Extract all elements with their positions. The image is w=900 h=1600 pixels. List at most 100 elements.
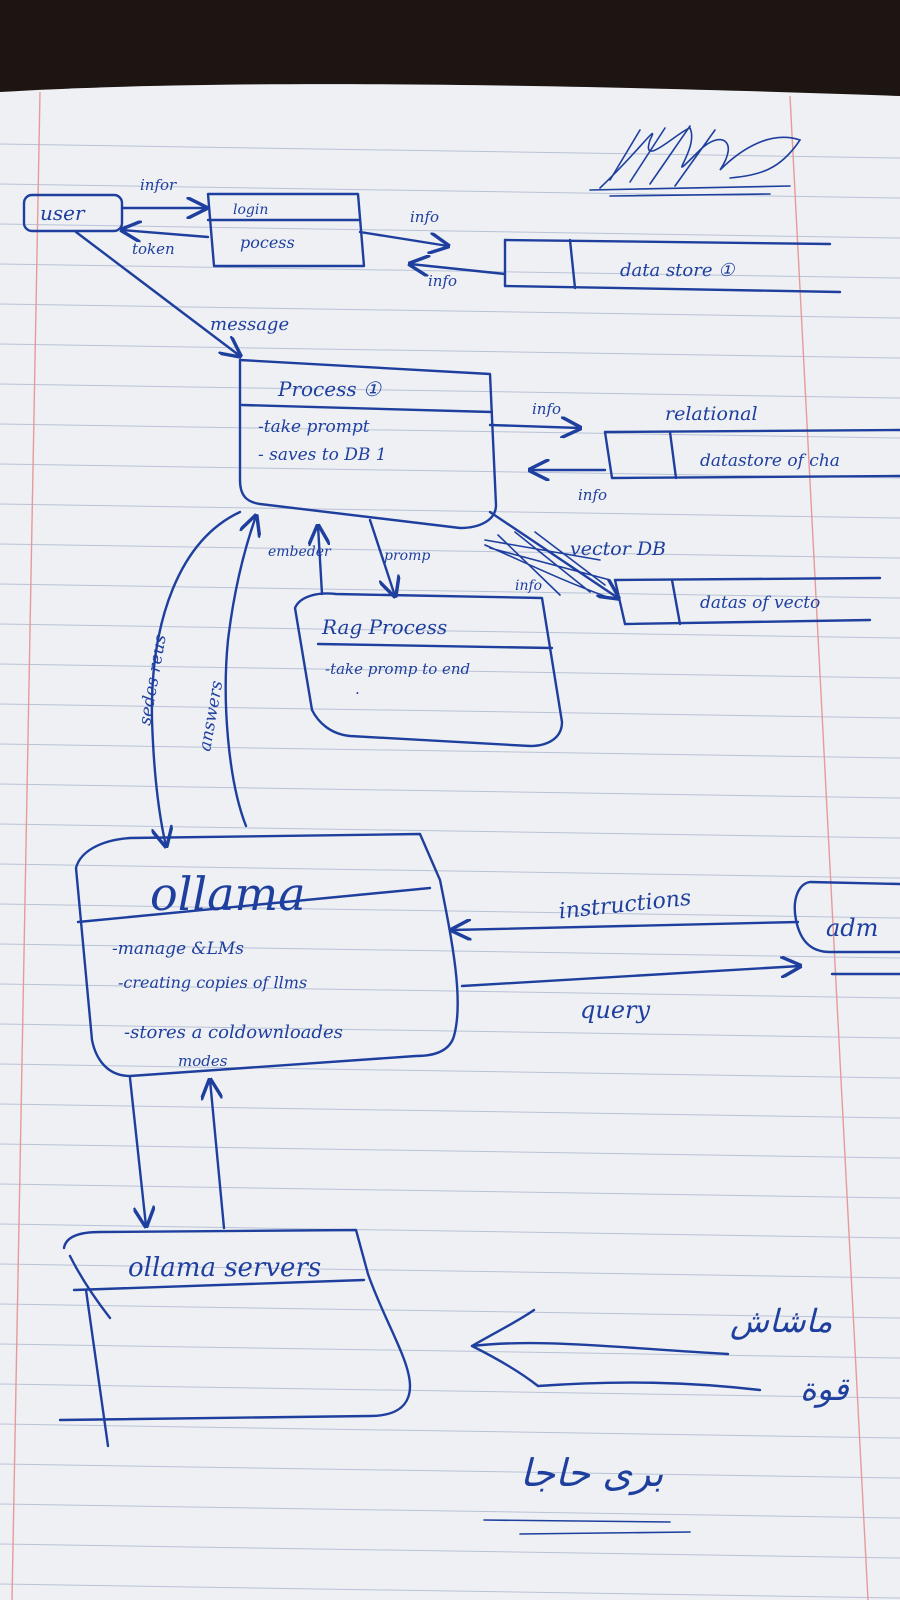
- rule-line: [0, 1343, 900, 1359]
- relational-label: datastore of cha: [700, 451, 840, 471]
- datastore-relational: relational datastore of cha: [603, 403, 900, 480]
- rule-line: [0, 1143, 900, 1159]
- rule-line: [0, 943, 900, 959]
- margin-line-right: [789, 95, 869, 1600]
- ollama-line-2: -creating copies of llms: [118, 973, 307, 992]
- rule-line: [0, 623, 900, 639]
- flow-info-vec-label: info: [515, 578, 542, 594]
- flow-p1-to-vector: [488, 510, 618, 598]
- arabic-line-2: قوة: [800, 1370, 850, 1408]
- flow-ds1-to-login: [410, 264, 507, 274]
- process-1: Process ① -take prompt - saves to DB 1: [238, 358, 498, 530]
- paper-sheet: [0, 84, 900, 1600]
- relational-heading: relational: [665, 403, 758, 425]
- flow-message-label: message: [210, 314, 289, 335]
- flow-login-to-ds1: [358, 230, 448, 246]
- rule-line: [0, 463, 900, 479]
- rule-line: [0, 1383, 900, 1399]
- rag-line-2: .: [355, 680, 360, 698]
- flow-embed-label: embeder: [268, 544, 332, 560]
- ollama-line-1: -manage &LMs: [112, 939, 244, 959]
- arabic-line-3: برى حاجا: [520, 1451, 664, 1496]
- flow-info-user-label: infor: [140, 176, 177, 194]
- rule-line: [0, 223, 900, 239]
- rule-line: [0, 863, 900, 879]
- rule-line: [0, 1583, 900, 1599]
- servers-title: ollama servers: [128, 1253, 321, 1283]
- login-body: pocess: [240, 233, 295, 252]
- rag-title: Rag Process: [321, 615, 447, 639]
- rule-line: [0, 543, 900, 559]
- flow-message: [74, 230, 240, 356]
- ollama-servers: ollama servers: [58, 1228, 412, 1448]
- rule-line: [0, 1463, 900, 1479]
- login-title: login: [233, 202, 268, 218]
- rule-line: [0, 703, 900, 719]
- datastore-1-label: data store ①: [620, 260, 735, 281]
- ollama-title: ollama: [150, 867, 306, 921]
- flow-instructions: [452, 922, 800, 930]
- rule-line: [0, 1023, 900, 1039]
- rule-line: [0, 983, 900, 999]
- flow-promp: [368, 518, 395, 596]
- rule-line: [0, 783, 900, 799]
- arabic-note: ماشاش قوة برى حاجا: [470, 1302, 850, 1535]
- flow-query: [460, 966, 800, 988]
- margin-line-left: [11, 91, 41, 1600]
- rule-line: [0, 183, 900, 199]
- rule-line: [0, 583, 900, 599]
- admin-entity: adm: [793, 880, 900, 976]
- flow-answers: [224, 516, 256, 828]
- rule-line: [0, 1423, 900, 1439]
- login-process: login pocess: [206, 192, 366, 268]
- rule-line: [0, 823, 900, 839]
- process-1-line-1: -take prompt: [258, 417, 370, 437]
- process-1-title: Process ①: [277, 377, 382, 401]
- flow-embed: [318, 526, 322, 596]
- flow-sends: [150, 510, 242, 846]
- arabic-line-1: ماشاش: [730, 1302, 833, 1340]
- flow-info-ds1-in-label: info: [428, 272, 457, 290]
- vector-flow-scribble: [484, 531, 611, 599]
- vector-label: datas of vecto: [700, 593, 820, 613]
- rule-line: [0, 1103, 900, 1119]
- rule-line: [0, 383, 900, 399]
- rule-line: [0, 1063, 900, 1079]
- ollama-line-4: modes: [178, 1052, 228, 1070]
- flow-info-ds1-out-label: info: [410, 208, 439, 226]
- rule-line: [0, 343, 900, 359]
- rule-line: [0, 1543, 900, 1559]
- user-label: user: [40, 201, 86, 225]
- rule-line: [0, 663, 900, 679]
- rule-line: [0, 423, 900, 439]
- rule-line: [0, 263, 900, 279]
- ollama-process: ollama -manage &LMs -creating copies of …: [74, 832, 459, 1078]
- admin-label: adm: [826, 914, 878, 942]
- ollama-line-3: -stores a coldownloades: [124, 1022, 343, 1043]
- rule-line: [0, 743, 900, 759]
- flow-promp-label: promp: [384, 548, 430, 564]
- rag-process: Rag Process -take promp to end .: [293, 592, 564, 748]
- rule-line: [0, 503, 900, 519]
- datastore-1: data store ①: [503, 238, 842, 294]
- rule-line: [0, 1303, 900, 1319]
- flow-info-rel-in-label: info: [578, 486, 607, 504]
- user-entity: user: [22, 193, 124, 233]
- flow-query-label: query: [580, 996, 650, 1024]
- rule-line: [0, 143, 900, 159]
- flow-ollama-to-servers: [128, 1076, 146, 1226]
- process-1-line-2: - saves to DB 1: [258, 445, 387, 465]
- flow-info-rel-out-label: info: [532, 400, 561, 418]
- flow-p1-to-relational: [488, 425, 580, 428]
- rule-line: [0, 903, 900, 919]
- rule-line: [0, 303, 900, 319]
- signature-scribble: signature: [589, 125, 802, 197]
- ruled-lines: [0, 143, 900, 1599]
- vector-heading: vector DB: [570, 538, 666, 560]
- flow-token-label: token: [132, 240, 175, 258]
- rag-line-1: -take promp to end: [325, 660, 470, 678]
- rule-line: [0, 1183, 900, 1199]
- rule-line: [0, 1503, 900, 1519]
- datastore-vector: vector DB datas of vecto: [570, 538, 882, 626]
